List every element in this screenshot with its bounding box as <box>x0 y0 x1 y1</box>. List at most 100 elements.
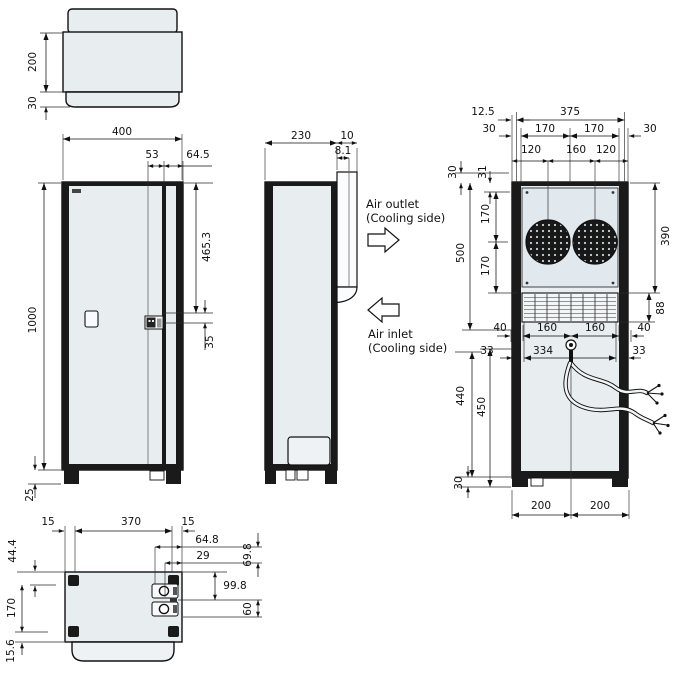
dim-rear-height-upper: 500 <box>455 243 467 263</box>
dim-rear-louver-0: 40 <box>493 322 506 334</box>
air-outlet-sublabel: (Cooling side) <box>366 211 445 225</box>
power-cables <box>563 360 670 435</box>
dim-rear-fan-gap: 170 <box>480 256 492 276</box>
side-view: 230 10 8.1 Air outlet (Cooling side) Air… <box>264 130 447 484</box>
dim-rear-louver-2: 160 <box>585 322 605 334</box>
top-view-door-bulge <box>65 91 180 108</box>
front-view: 400 53 64.5 1000 465.3 35 25 <box>24 126 216 502</box>
rear-dims <box>459 117 658 518</box>
dim-bottom-fitting-offset-a: 64.8 <box>195 534 218 546</box>
side-extension-lines <box>264 148 358 180</box>
dim-side-depth: 230 <box>291 130 311 142</box>
air-inlet-sublabel: (Cooling side) <box>368 341 447 355</box>
bottom-view: 15 370 15 64.8 29 69.8 99.8 60 44.4 170 … <box>5 516 262 663</box>
rear-bottom-edge <box>512 471 628 478</box>
rear-right-rail <box>619 182 628 478</box>
dim-rear-width-3: 30 <box>643 123 656 135</box>
rear-left-rail <box>512 182 521 478</box>
dim-front-cutout-drop: 35 <box>204 335 216 348</box>
dim-rear-fan-top: 170 <box>480 204 492 224</box>
dim-bottom-depth-2: 15.6 <box>5 639 17 663</box>
top-view-body <box>62 31 183 93</box>
side-feet <box>265 469 337 484</box>
dim-bottom-right-span-b: 99.8 <box>223 580 246 592</box>
side-dims <box>265 140 357 160</box>
side-duct-curve <box>336 286 358 304</box>
dim-rear-cable-0: 33 <box>480 345 493 357</box>
dim-rear-cable-2: 33 <box>632 345 645 357</box>
front-controller <box>144 315 164 330</box>
dim-rear-cable-height-a: 440 <box>455 386 467 406</box>
rear-louver <box>521 292 619 323</box>
top-view-duct <box>67 8 178 34</box>
dim-rear-fan-section: 390 <box>660 226 672 246</box>
air-inlet-arrow-icon <box>367 296 400 324</box>
dim-top-depth-front: 30 <box>27 96 39 109</box>
side-rear-edge <box>331 182 337 470</box>
dim-rear-hole-2: 120 <box>596 144 616 156</box>
dim-rear-cable-1: 334 <box>533 345 553 357</box>
fan-left <box>525 219 571 265</box>
dim-bottom-right-span-c: 60 <box>242 602 254 615</box>
dim-rear-louver-1: 160 <box>537 322 557 334</box>
front-left-edge <box>62 182 69 470</box>
dim-front-cutout-height: 465.3 <box>201 232 213 262</box>
dim-rear-louver-height: 88 <box>655 301 667 314</box>
dim-rear-foot-height: 30 <box>453 476 465 489</box>
front-door-seam <box>162 186 166 464</box>
brand-logo <box>72 189 81 193</box>
dim-bottom-width-0: 15 <box>41 516 54 528</box>
fan-right <box>572 219 618 265</box>
front-dims <box>33 136 212 498</box>
front-right-edge <box>176 182 183 470</box>
dim-front-width: 400 <box>112 126 132 138</box>
rear-top-edge <box>512 182 628 186</box>
side-body <box>264 181 338 471</box>
door-latch <box>84 310 99 328</box>
dim-bottom-fitting-offset-b: 29 <box>196 550 209 562</box>
front-bottom-edge <box>62 464 183 470</box>
dim-side-panel-gap: 8.1 <box>335 145 352 157</box>
dim-rear-width-0: 30 <box>482 123 495 135</box>
rear-view: 12.5 375 30 170 170 30 120 160 120 30 31… <box>447 106 672 519</box>
top-view: 200 30 <box>27 8 183 120</box>
dim-front-cutout-edge: 64.5 <box>186 149 209 161</box>
air-outlet-arrow-icon <box>367 226 400 254</box>
dim-rear-bracket-offset: 31 <box>477 165 489 178</box>
dim-rear-width-1: 170 <box>535 123 555 135</box>
dim-rear-hole-0: 120 <box>521 144 541 156</box>
dim-top-depth-rear: 200 <box>27 52 39 72</box>
dim-bottom-width-1: 370 <box>121 516 141 528</box>
cable-wire-ends <box>646 383 670 435</box>
air-outlet-label: Air outlet <box>366 197 420 211</box>
dim-front-cutout-offset: 53 <box>145 149 158 161</box>
side-top-edge <box>265 182 337 186</box>
side-access-panel <box>287 436 331 466</box>
side-front-edge <box>265 182 273 470</box>
dim-rear-hole-1: 160 <box>566 144 586 156</box>
bottom-door-bulge <box>71 641 175 662</box>
bottom-dims <box>20 528 260 655</box>
side-duct <box>336 171 358 288</box>
bottom-corner-feet <box>68 575 179 637</box>
rear-feet <box>512 477 628 487</box>
dim-rear-mount-span: 375 <box>560 106 580 118</box>
front-feet <box>64 470 181 484</box>
dim-side-duct-depth: 10 <box>340 130 353 142</box>
dim-rear-foot-1: 200 <box>590 500 610 512</box>
dim-rear-cable-height-b: 450 <box>476 397 488 417</box>
dim-rear-width-2: 170 <box>584 123 604 135</box>
dim-bottom-width-2: 15 <box>181 516 194 528</box>
dim-bottom-depth-0: 44.4 <box>7 539 19 563</box>
front-top-edge <box>62 182 183 186</box>
air-inlet-label: Air inlet <box>368 327 413 341</box>
dim-rear-foot-0: 200 <box>531 500 551 512</box>
dim-rear-louver-3: 40 <box>637 322 650 334</box>
dim-rear-mount-offset: 12.5 <box>471 106 494 118</box>
dim-front-height: 1000 <box>27 307 39 334</box>
side-bottom-edge <box>265 464 337 470</box>
dim-bottom-depth-1: 170 <box>6 598 18 618</box>
dim-rear-top-margin: 30 <box>447 165 459 178</box>
